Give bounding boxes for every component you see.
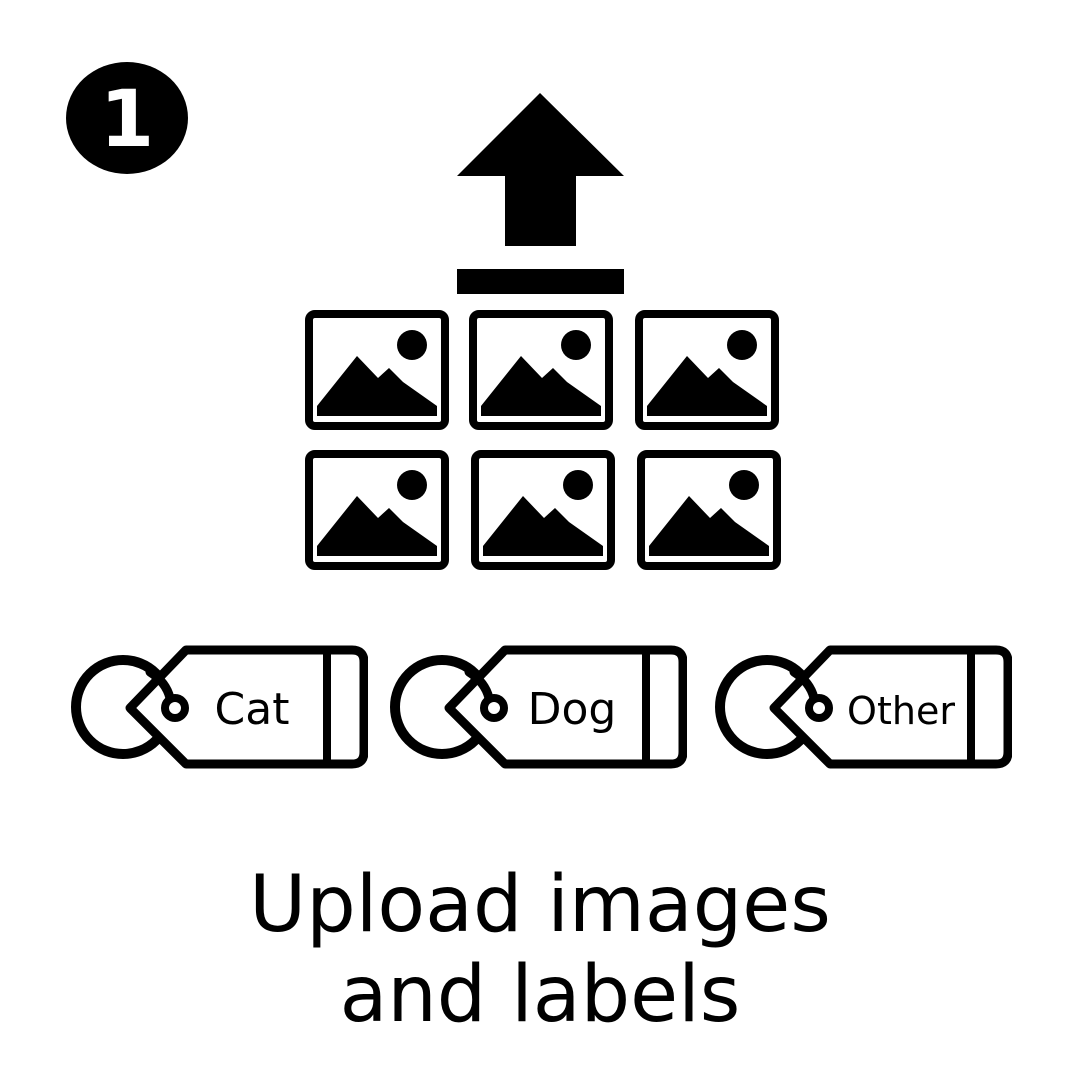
tag-label-other: Other <box>847 689 955 733</box>
tag-dog: Dog <box>395 650 683 764</box>
image-icon <box>639 314 775 426</box>
caption-line-2: and labels <box>339 950 741 1040</box>
caption-line-1: Upload images <box>249 860 831 950</box>
tag-label-dog: Dog <box>528 684 617 735</box>
caption: Upload images and labels <box>0 860 1080 1040</box>
tag-other: Other <box>720 650 1008 764</box>
image-icon <box>309 314 445 426</box>
upload-arrow-icon <box>457 93 624 294</box>
image-grid <box>309 314 777 566</box>
step-number: 1 <box>100 75 154 165</box>
tag-label-cat: Cat <box>215 684 290 735</box>
step-badge: 1 <box>66 62 188 174</box>
image-icon <box>309 454 445 566</box>
tag-cat: Cat <box>76 650 364 764</box>
image-icon <box>475 454 611 566</box>
image-icon <box>641 454 777 566</box>
image-icon <box>473 314 609 426</box>
step-badge-circle <box>66 62 188 174</box>
